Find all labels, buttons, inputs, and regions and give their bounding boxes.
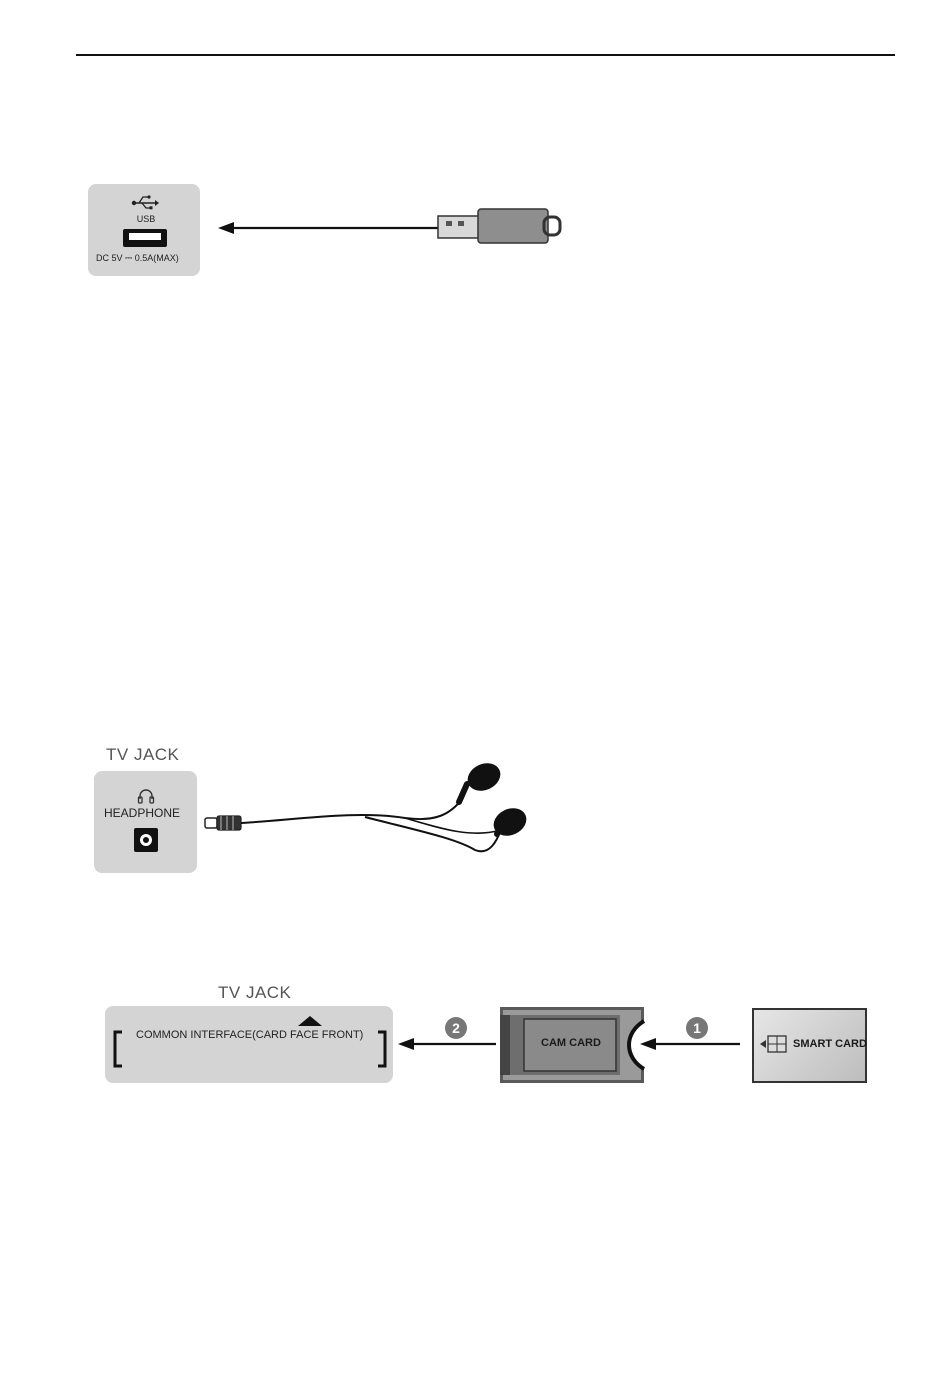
headphone-icon [137, 787, 155, 805]
step-2-number: 2 [452, 1020, 460, 1036]
headphone-port-label: HEADPHONE [104, 806, 180, 820]
usb-flash-drive-icon [438, 206, 562, 246]
smart-card-insert-arrow [640, 1036, 742, 1052]
step-2-badge: 2 [445, 1017, 467, 1039]
card-face-up-triangle-icon [298, 1016, 322, 1026]
header-rule [76, 54, 895, 56]
smart-card-chip-icon [760, 1035, 788, 1053]
cam-card-label: CAM CARD [525, 1037, 617, 1049]
smart-card-label: SMART CARD [793, 1038, 867, 1050]
usb-port-label: USB [134, 214, 158, 224]
step-1-badge: 1 [686, 1017, 708, 1039]
earphones-icon [205, 760, 535, 860]
usb-port-socket [123, 229, 167, 247]
usb-power-label: DC 5V ⎓ 0.5A(MAX) [96, 253, 179, 264]
headphone-jack-socket [134, 828, 158, 852]
usb-trident-icon [131, 194, 159, 212]
ci-panel-title: TV JACK [218, 983, 291, 1003]
step-1-number: 1 [693, 1020, 701, 1036]
usb-insert-arrow [218, 220, 448, 236]
ci-slot-label: COMMON INTERFACE(CARD FACE FRONT) [136, 1029, 363, 1041]
headphone-panel-title: TV JACK [106, 745, 179, 765]
cam-insert-arrow [398, 1036, 498, 1052]
